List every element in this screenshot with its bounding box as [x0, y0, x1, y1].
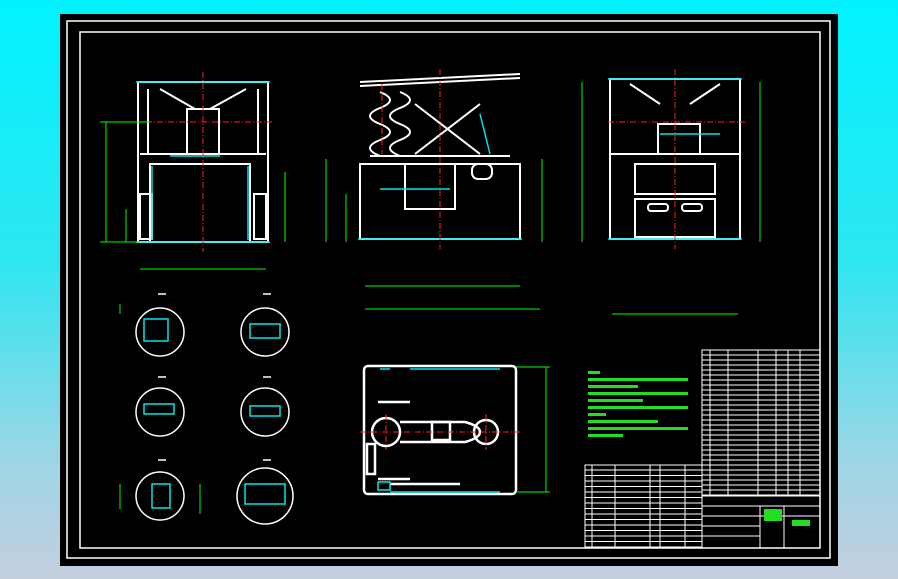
plan-section-view	[360, 364, 550, 496]
cad-drawing	[66, 20, 831, 559]
rear-view	[581, 69, 761, 315]
parts-list	[584, 349, 821, 549]
detail-views	[119, 293, 294, 525]
front-view	[100, 72, 286, 270]
inner-frame	[79, 31, 821, 549]
technical-notes	[588, 371, 688, 437]
outer-frame	[66, 20, 831, 559]
title-block	[701, 495, 821, 549]
side-section-view	[325, 69, 543, 310]
cad-drawing-sheet	[60, 14, 838, 566]
